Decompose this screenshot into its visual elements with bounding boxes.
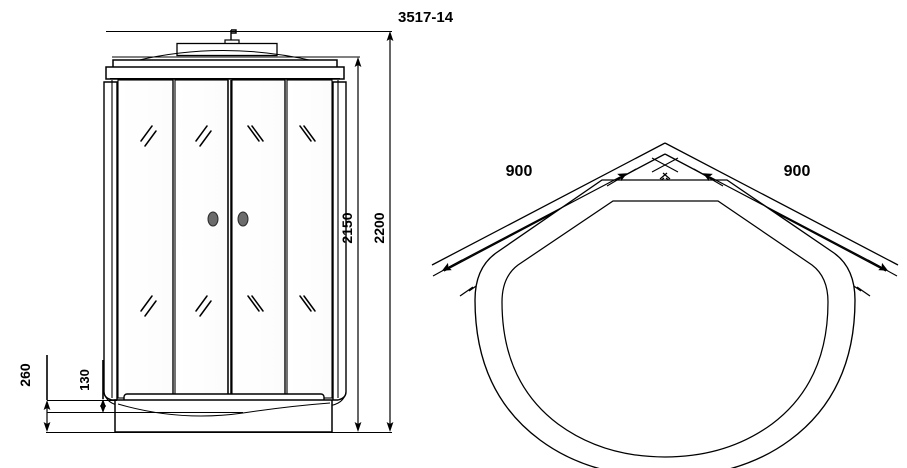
overall-height-label: 2200 (371, 212, 387, 243)
shower-tray-base (114, 399, 333, 433)
roof-lip (105, 66, 345, 80)
plan-corner-crossing-ticks (651, 157, 679, 173)
glass-reflection-marks-upper (140, 125, 316, 147)
cabin-height-label: 2150 (339, 212, 355, 243)
right-sliding-door[interactable] (231, 79, 286, 399)
right-fixed-glass-panel (286, 79, 333, 399)
glass-reflection-marks-lower (140, 295, 316, 317)
roof-vent-box (176, 42, 278, 57)
plan-width-right-dimension: 900 (693, 163, 898, 277)
plan-width-left-label: 900 (506, 163, 533, 180)
drawing-title: 3517-14 (398, 9, 454, 26)
tray-step-height-label: 130 (77, 369, 92, 391)
left-corner-post (103, 81, 118, 401)
door-handle-right[interactable] (237, 211, 249, 227)
plan-width-left-dimension: 900 (432, 163, 637, 277)
plan-view: 900 900 (431, 142, 899, 468)
tray-total-height-label: 260 (17, 363, 33, 387)
overall-height-dimension: 2200 (371, 31, 394, 432)
left-sliding-door[interactable] (174, 79, 229, 399)
plan-width-right-label: 900 (784, 163, 811, 180)
tray-total-height-dimension: 260 (17, 355, 51, 432)
door-handle-left[interactable] (207, 211, 219, 227)
left-fixed-glass-panel (117, 79, 174, 399)
antenna-fitting (224, 29, 240, 45)
tray-skirt-curve (117, 402, 331, 417)
tray-step-height-dimension: 130 (77, 360, 106, 413)
cabin-height-dimension: 2150 (339, 57, 362, 432)
front-elevation-view: 2150 2200 260 (17, 29, 394, 434)
roof-crown-curve (134, 50, 315, 62)
